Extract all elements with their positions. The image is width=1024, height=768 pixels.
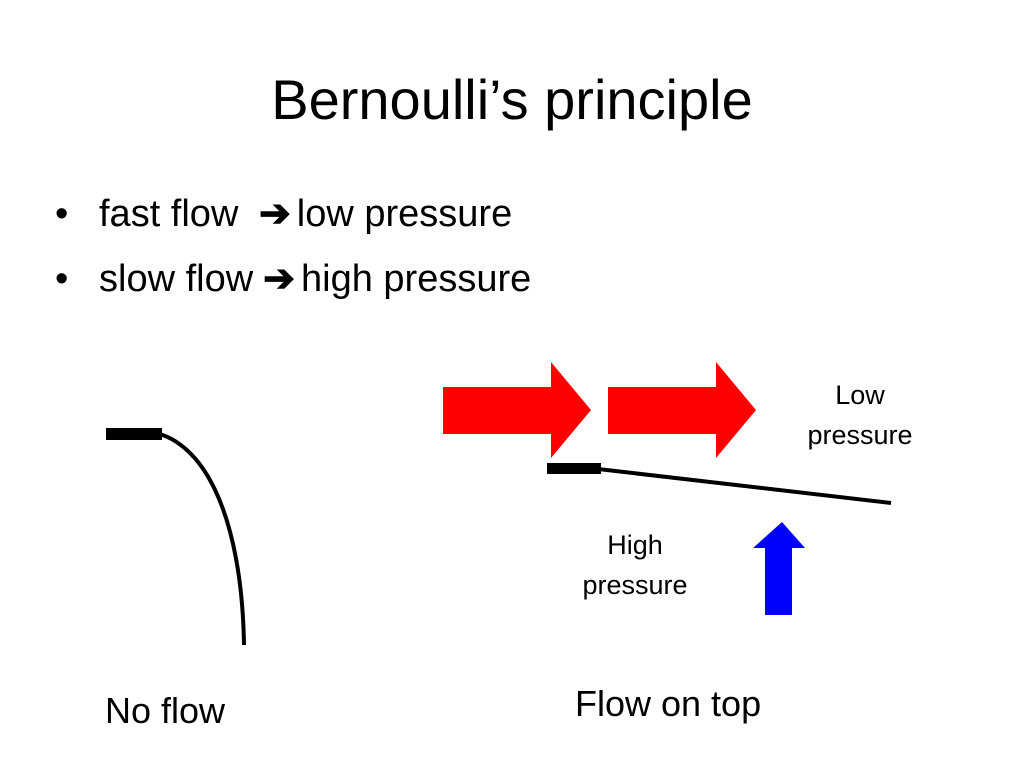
bullet-marker: • bbox=[55, 258, 69, 300]
bullet-fast-flow: • fast flow ➔low pressure bbox=[55, 190, 531, 238]
bullet-marker: • bbox=[55, 193, 69, 235]
slide-title: Bernoulli’s principle bbox=[271, 68, 753, 131]
high-pressure-line2: pressure bbox=[582, 570, 688, 600]
bullet-text-before: slow flow bbox=[99, 258, 254, 300]
low-pressure-line2: pressure bbox=[807, 420, 913, 450]
caption-flow-on-top: Flow on top bbox=[575, 683, 762, 724]
bullet-text-before: fast flow bbox=[99, 193, 249, 235]
high-pressure-line1: High bbox=[607, 530, 663, 560]
caption-no-flow: No flow bbox=[105, 690, 226, 731]
strip-holder-right bbox=[547, 463, 601, 474]
low-pressure-line1: Low bbox=[835, 380, 885, 410]
bullet-text-after: high pressure bbox=[301, 258, 532, 300]
bullet-list: • fast flow ➔low pressure • slow flow➔high… bbox=[55, 190, 531, 320]
bullet-text-after: low pressure bbox=[296, 193, 513, 235]
strip-holder-left bbox=[106, 428, 162, 440]
right-arrow-icon: ➔ bbox=[258, 193, 291, 235]
bullet-slow-flow: • slow flow➔high pressure bbox=[55, 255, 531, 303]
right-arrow-icon: ➔ bbox=[263, 258, 295, 300]
paper-strip-drooping bbox=[132, 428, 246, 646]
paper-strip-lifted bbox=[571, 464, 892, 505]
high-pressure-label: High pressure bbox=[565, 525, 705, 605]
flow-arrow-icon-1 bbox=[443, 362, 591, 458]
pressure-arrow-icon bbox=[753, 522, 805, 615]
low-pressure-label: Low pressure bbox=[790, 375, 930, 455]
flow-arrow-icon-2 bbox=[608, 362, 756, 458]
